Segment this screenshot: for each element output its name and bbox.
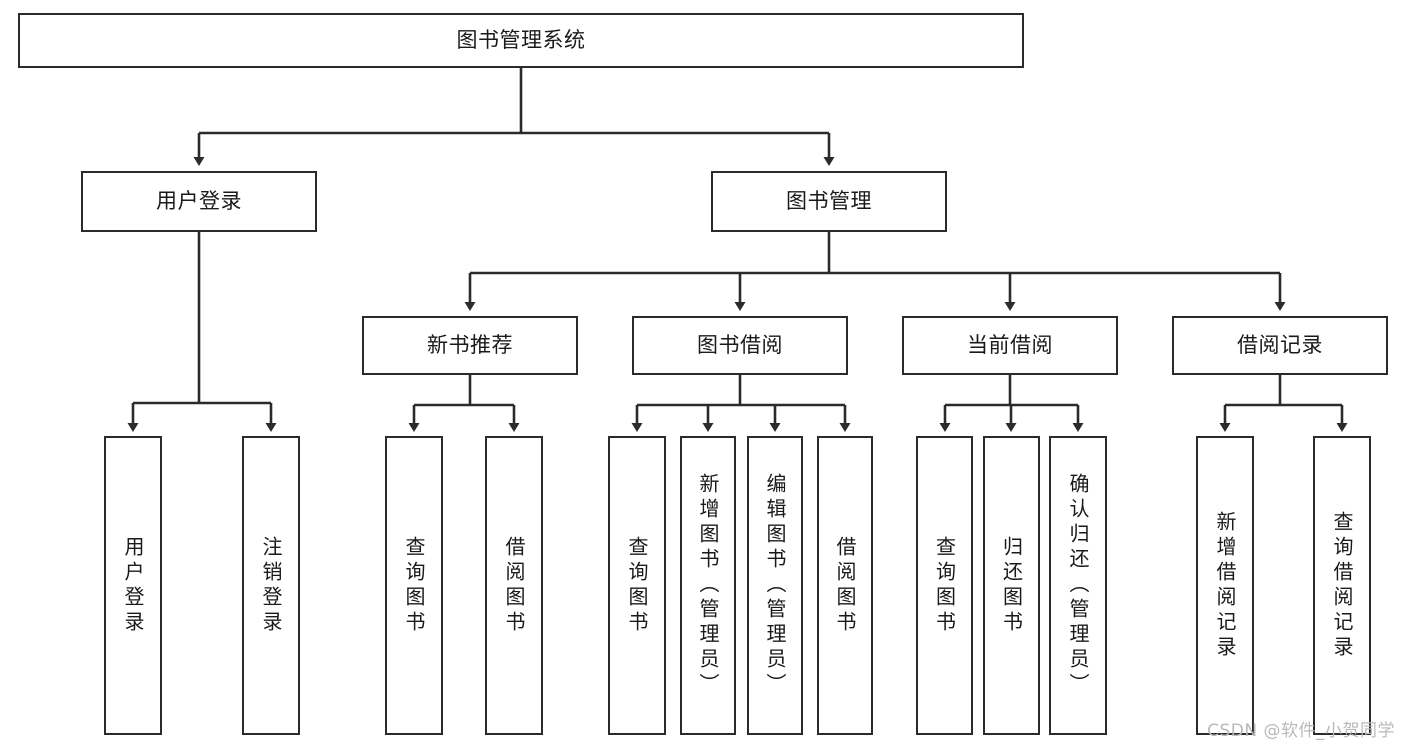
leaf-add-book-admin-label: 新增图书（管理员）	[696, 473, 720, 698]
node-new-book-recommend[interactable]: 新书推荐	[362, 316, 578, 375]
leaf-query-book-borrow-label: 查询图书	[625, 535, 649, 636]
leaf-add-borrow-record[interactable]: 新增借阅记录	[1196, 436, 1254, 735]
node-user-login[interactable]: 用户登录	[81, 171, 317, 232]
node-book-borrow[interactable]: 图书借阅	[632, 316, 848, 375]
leaf-confirm-return-admin-label: 确认归还（管理员）	[1066, 473, 1090, 698]
leaf-user-login-label: 用户登录	[121, 535, 145, 636]
leaf-edit-book-admin[interactable]: 编辑图书（管理员）	[747, 436, 803, 735]
leaf-return-book-label: 归还图书	[999, 535, 1024, 636]
node-root-label: 图书管理系统	[456, 28, 586, 53]
leaf-borrow-book-rec-label: 借阅图书	[502, 535, 526, 636]
node-borrow-record[interactable]: 借阅记录	[1172, 316, 1388, 375]
leaf-logout-label: 注销登录	[259, 535, 283, 636]
leaf-borrow-book[interactable]: 借阅图书	[817, 436, 873, 735]
node-current-borrow[interactable]: 当前借阅	[902, 316, 1118, 375]
leaf-add-borrow-record-label: 新增借阅记录	[1213, 510, 1237, 661]
leaf-query-book-borrow[interactable]: 查询图书	[608, 436, 666, 735]
leaf-return-book[interactable]: 归还图书	[983, 436, 1040, 735]
leaf-query-book-rec[interactable]: 查询图书	[385, 436, 443, 735]
leaf-borrow-book-label: 借阅图书	[833, 535, 857, 636]
node-new-book-recommend-label: 新书推荐	[427, 333, 513, 358]
csdn-watermark: CSDN @软件_小贺同学	[1207, 721, 1395, 741]
leaf-query-borrow-record[interactable]: 查询借阅记录	[1313, 436, 1371, 735]
leaf-query-book-rec-label: 查询图书	[402, 535, 426, 636]
leaf-query-borrow-record-label: 查询借阅记录	[1330, 510, 1354, 661]
leaf-logout[interactable]: 注销登录	[242, 436, 300, 735]
leaf-confirm-return-admin[interactable]: 确认归还（管理员）	[1049, 436, 1107, 735]
leaf-query-book-current-label: 查询图书	[932, 535, 957, 636]
node-borrow-record-label: 借阅记录	[1237, 333, 1323, 358]
leaf-query-book-current[interactable]: 查询图书	[916, 436, 973, 735]
node-current-borrow-label: 当前借阅	[967, 333, 1053, 358]
node-user-login-label: 用户登录	[156, 189, 242, 214]
leaf-borrow-book-rec[interactable]: 借阅图书	[485, 436, 543, 735]
node-book-borrow-label: 图书借阅	[697, 333, 783, 358]
node-book-management[interactable]: 图书管理	[711, 171, 947, 232]
leaf-add-book-admin[interactable]: 新增图书（管理员）	[680, 436, 736, 735]
node-book-management-label: 图书管理	[786, 189, 872, 214]
leaf-edit-book-admin-label: 编辑图书（管理员）	[763, 473, 787, 698]
leaf-user-login[interactable]: 用户登录	[104, 436, 162, 735]
node-root[interactable]: 图书管理系统	[18, 13, 1024, 68]
